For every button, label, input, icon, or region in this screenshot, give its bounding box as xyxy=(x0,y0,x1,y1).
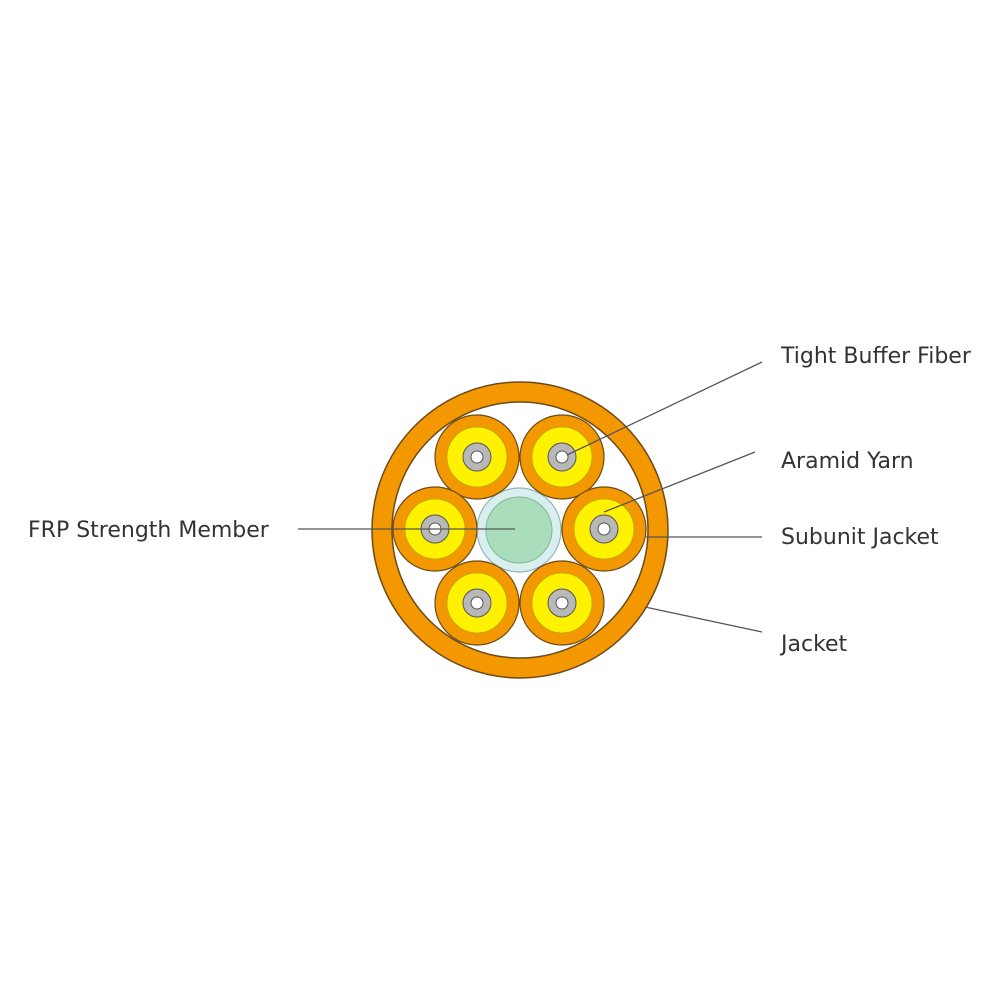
subunit-top-left xyxy=(434,414,520,500)
leader-line-aramid-yarn xyxy=(603,451,756,513)
subunit-top-right xyxy=(519,414,605,500)
subunit-right xyxy=(561,486,647,572)
label-aramid-yarn: Aramid Yarn xyxy=(781,449,914,474)
leader-line-jacket xyxy=(644,606,763,633)
label-jacket: Jacket xyxy=(779,632,848,657)
subunit-bottom-right xyxy=(519,560,605,646)
label-subunit-jacket: Subunit Jacket xyxy=(781,525,939,550)
label-tight-buffer-fiber: Tight Buffer Fiber xyxy=(780,344,972,369)
label-frp-strength-member: FRP Strength Member xyxy=(28,518,270,543)
subunit-bottom-left xyxy=(434,560,520,646)
frp-strength-member xyxy=(485,496,553,564)
subunits xyxy=(392,414,647,646)
leader-line-tight-buffer-fiber xyxy=(566,361,763,456)
